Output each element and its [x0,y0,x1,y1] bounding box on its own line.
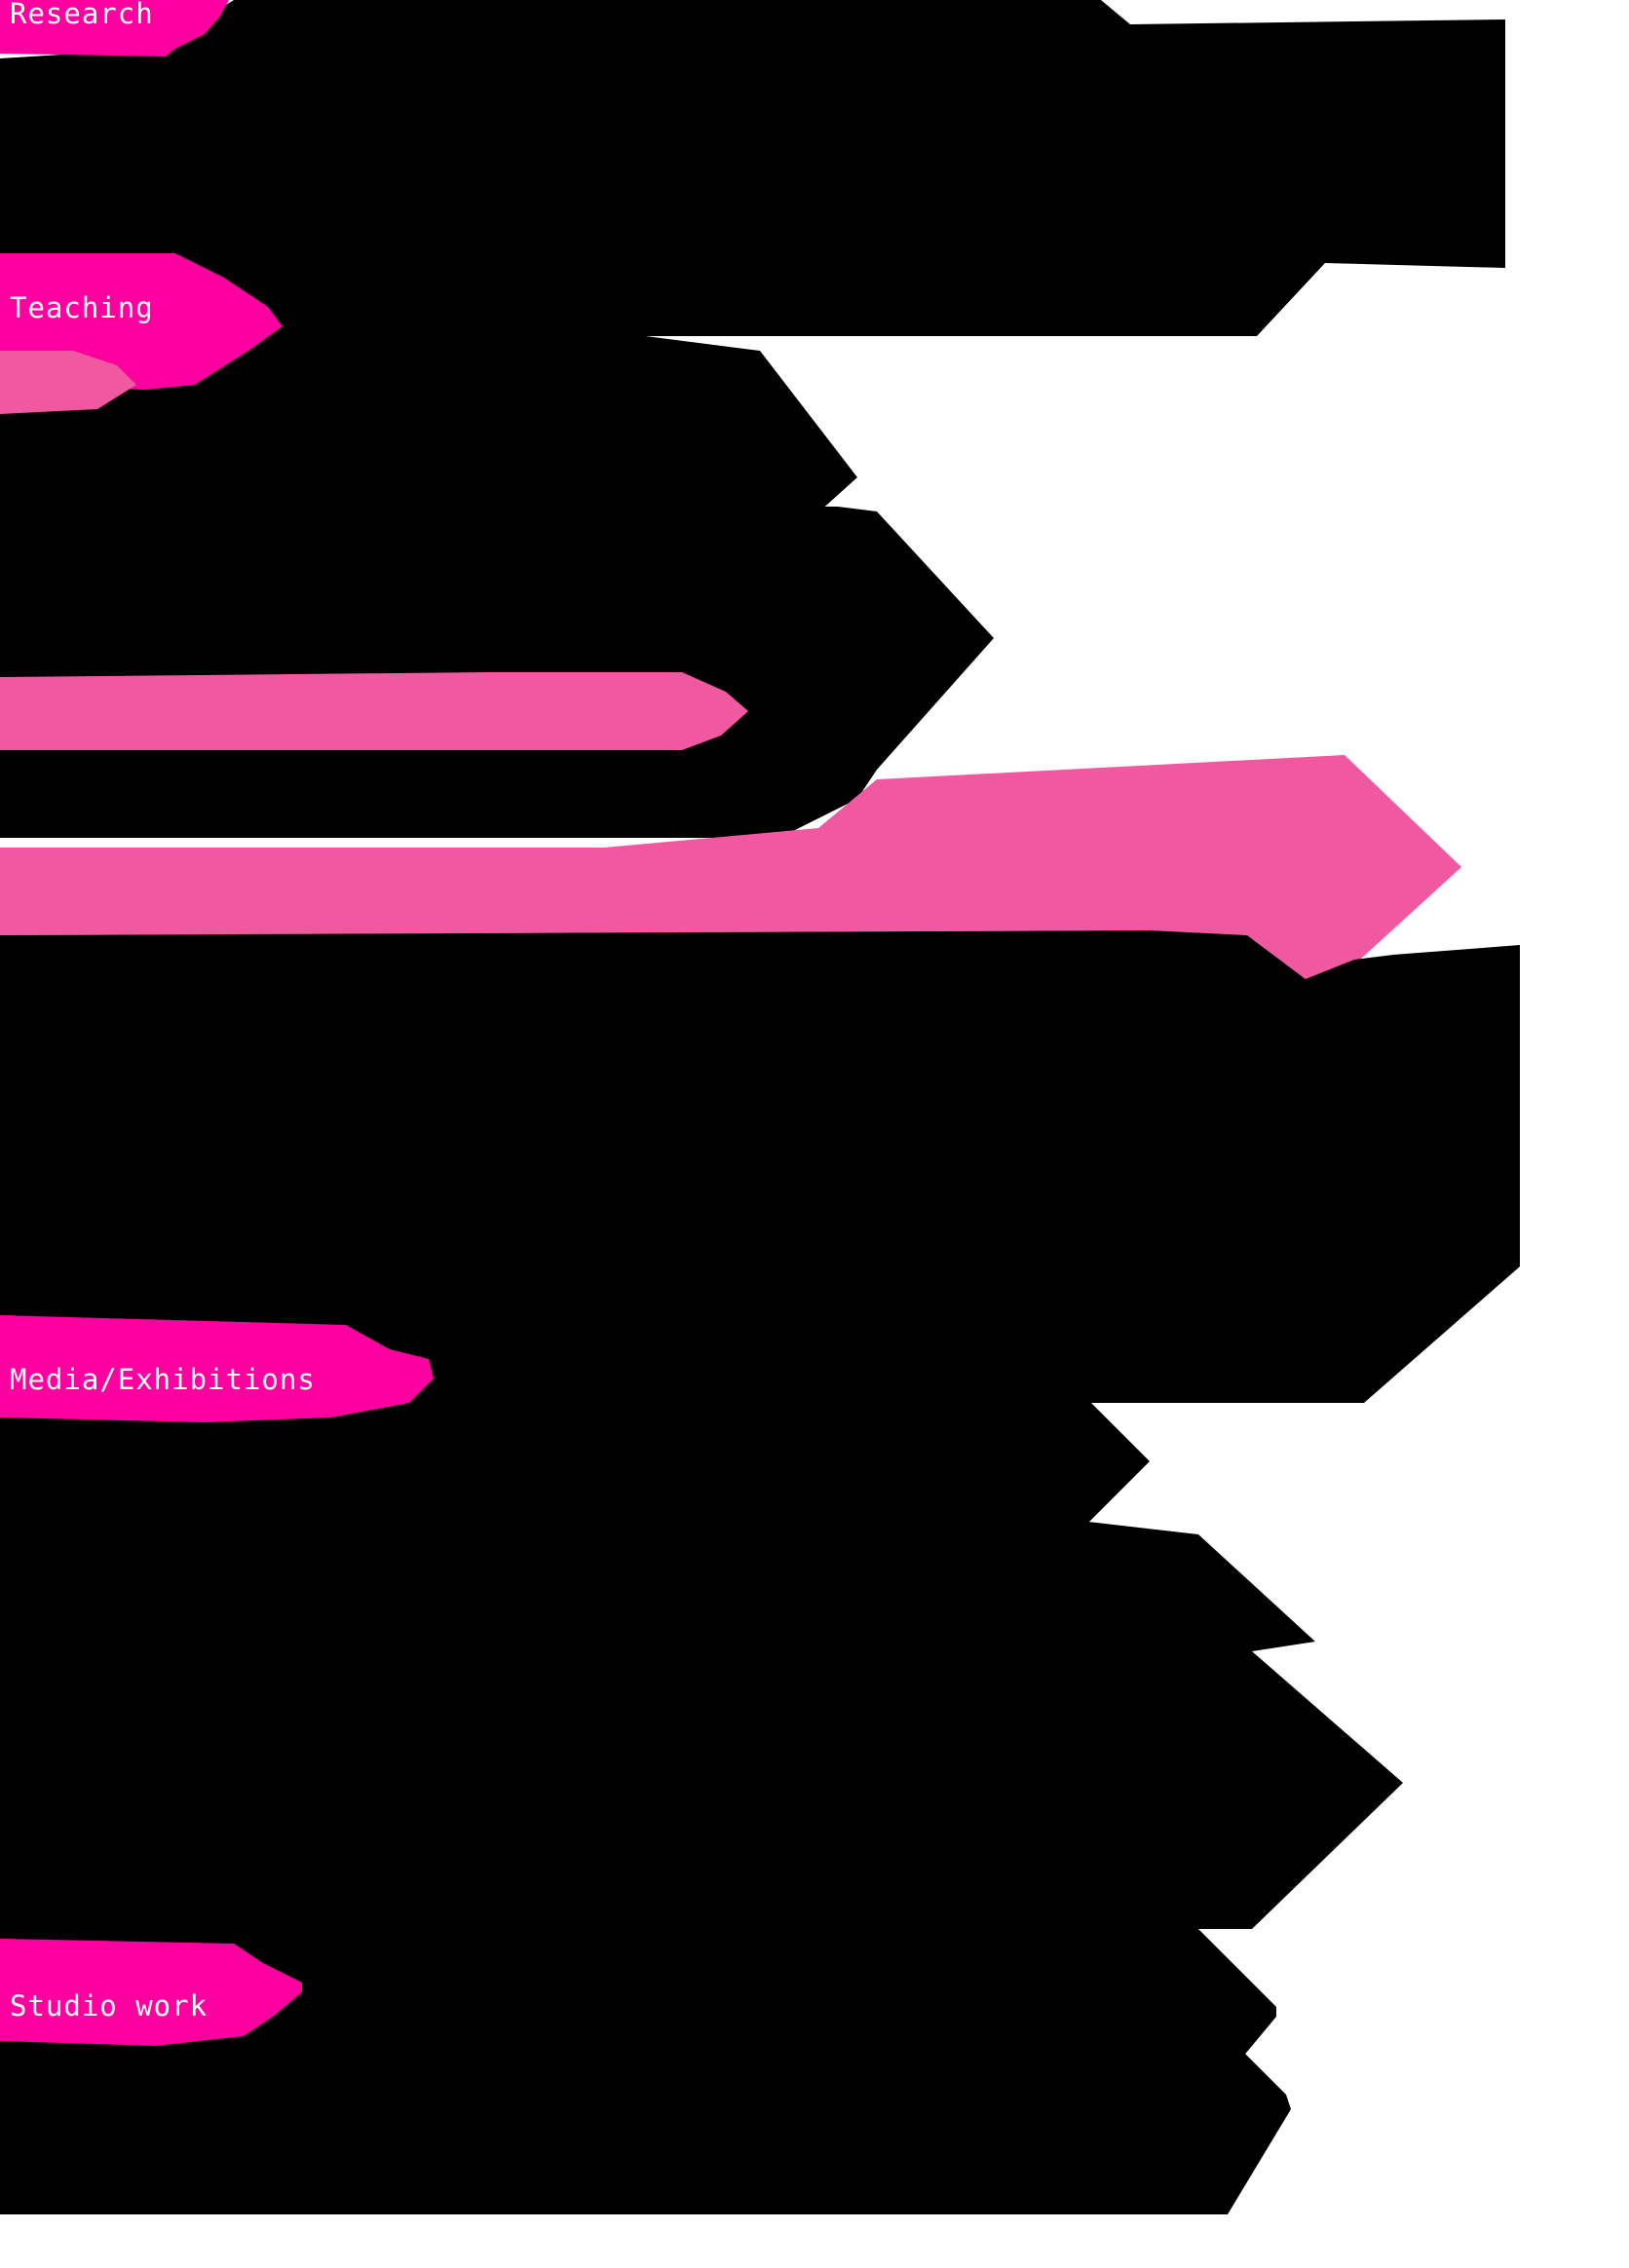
section-tag-teaching[interactable]: Teaching [10,291,154,324]
tag-shape-studio [0,1939,302,2046]
tag-shape-media [0,1315,434,1422]
tag-shape-teaching-light [0,351,136,414]
content-blob-studio-bottom [0,2026,1291,2214]
content-blob-media [0,1383,1150,1539]
section-tag-research[interactable]: Research [10,0,154,30]
content-blob-research [0,0,1505,336]
section-tag-studio-work[interactable]: Studio work [10,1989,208,2022]
content-blob-media-2 [0,1520,1403,1929]
section-tag-media-exhibitions[interactable]: Media/Exhibitions [10,1363,316,1396]
highlight-blob-1 [0,672,748,750]
highlight-blob-2 [0,755,1461,979]
content-blob-teaching-1 [0,321,857,565]
content-blob-middle [0,930,1520,1403]
tag-shape-research [0,0,229,57]
